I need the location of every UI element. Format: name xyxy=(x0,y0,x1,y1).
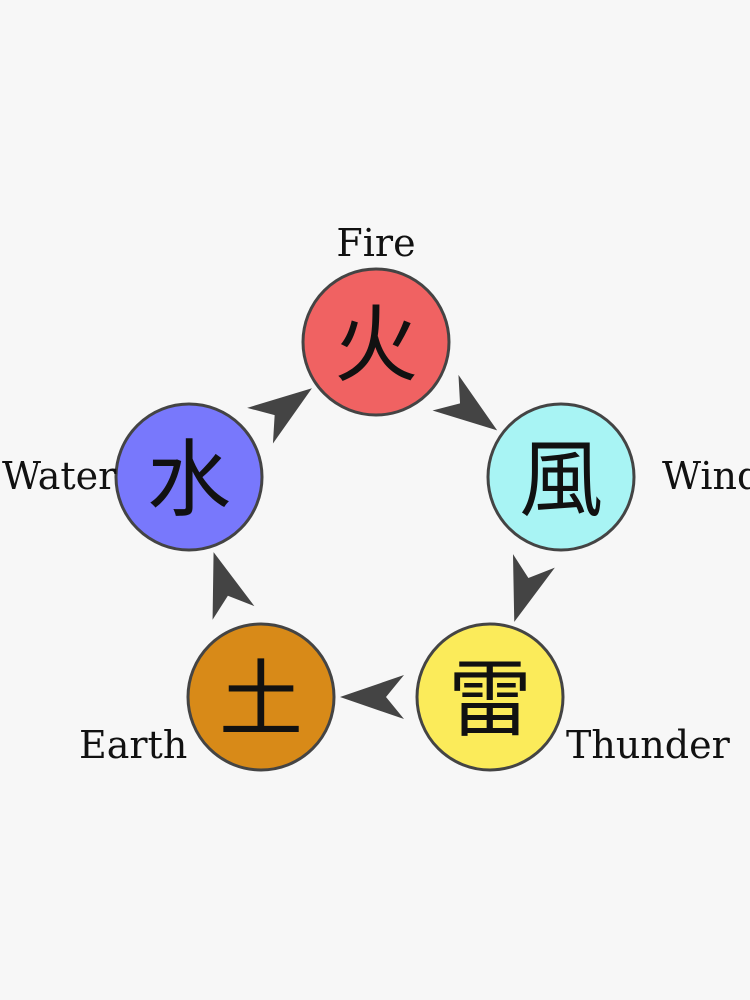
node-thunder: 雷 Thunder xyxy=(415,622,731,772)
water-label: Water xyxy=(2,454,117,498)
thunder-kanji: 雷 xyxy=(448,651,532,749)
thunder-circle xyxy=(415,622,565,772)
wind-label: Wind xyxy=(662,454,750,498)
node-water: 水 Water xyxy=(2,402,264,552)
arrow-thunder-to-earth xyxy=(340,675,404,719)
node-fire: 火 Fire xyxy=(301,221,451,417)
wind-circle xyxy=(486,402,636,552)
fire-circle xyxy=(301,267,451,417)
node-earth: 土 Earth xyxy=(79,622,336,772)
water-kanji: 水 xyxy=(147,431,231,529)
water-circle xyxy=(114,402,264,552)
thunder-label: Thunder xyxy=(566,723,731,767)
fire-kanji: 火 xyxy=(334,296,418,394)
earth-kanji: 土 xyxy=(219,651,303,749)
arrow-fire-to-wind xyxy=(432,374,498,431)
arrow-wind-to-thunder xyxy=(512,554,555,622)
fire-label: Fire xyxy=(336,221,415,265)
earth-circle xyxy=(186,622,336,772)
earth-label: Earth xyxy=(79,723,187,767)
arrow-earth-to-water xyxy=(212,552,255,620)
arrows-group xyxy=(212,374,555,719)
node-wind: 風 Wind xyxy=(486,402,750,552)
wind-kanji: 風 xyxy=(519,431,603,529)
arrow-water-to-fire xyxy=(247,388,312,444)
